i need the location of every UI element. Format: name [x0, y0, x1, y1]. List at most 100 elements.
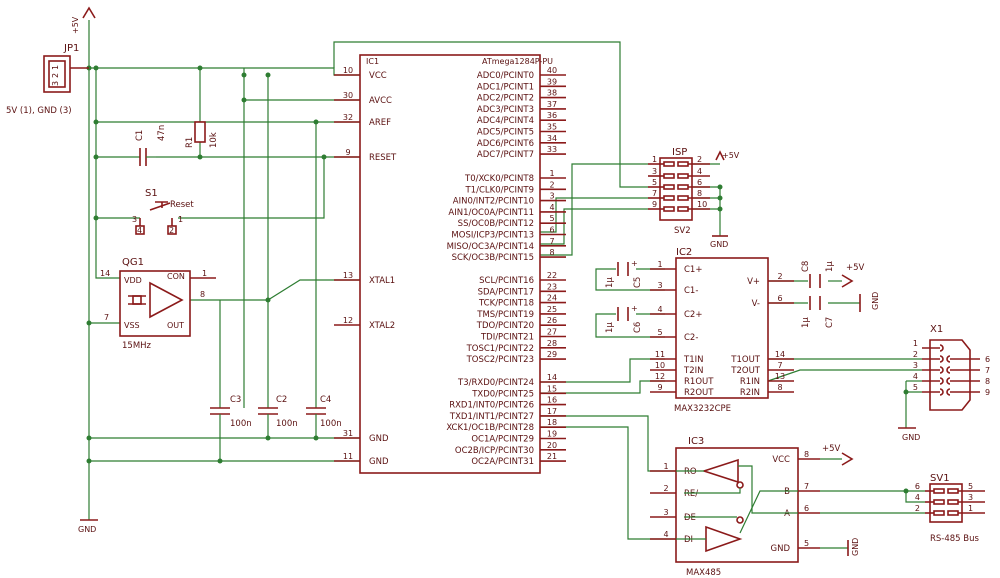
svg-text:3: 3 [132, 215, 137, 224]
sv1-pin-number: 6 [915, 482, 920, 491]
svg-text:SV1: SV1 [930, 473, 950, 484]
svg-text:OUT: OUT [167, 321, 184, 330]
ic1-pin-name: T1/CLK0/PCINT9 [464, 185, 534, 195]
svg-text:7: 7 [104, 313, 109, 322]
svg-text:C4: C4 [320, 395, 331, 405]
isp-pin-number: 4 [697, 167, 702, 176]
ic2-pin-number: 5 [657, 328, 662, 337]
ic1-pin-number: 18 [547, 418, 557, 427]
ic3-pin-name: VCC [772, 455, 790, 465]
ic1-pin-name: ADC3/PCINT3 [477, 105, 534, 115]
svg-text:MAX3232CPE: MAX3232CPE [674, 404, 731, 414]
ic1-pin-number: 1 [549, 169, 554, 178]
ic1-pin-number: 6 [549, 226, 554, 235]
ic1-pin-name: TDI/PCINT21 [480, 333, 534, 343]
ic1-pin-name: RESET [369, 153, 397, 163]
svg-text:1µ: 1µ [825, 261, 835, 272]
sv1-pin-number: 3 [968, 493, 973, 502]
ic1-pin-name: SS/OC0B/PCINT12 [458, 219, 534, 229]
svg-text:+5V: +5V [71, 16, 80, 34]
ic3-pin-number: 5 [804, 539, 809, 548]
ic1-pin-name: TXD1/INT1/PCINT27 [449, 412, 534, 422]
ic1-pin-number: 40 [547, 66, 557, 75]
svg-text:GND: GND [871, 292, 880, 310]
ic1-pin-number: 38 [547, 89, 557, 98]
ic1-pin-name: SDA/PCINT17 [478, 287, 534, 297]
isp-pad [663, 195, 675, 201]
ic2-pin-name: R1OUT [684, 377, 714, 387]
ic3-pin-name: RE/ [684, 489, 698, 499]
svg-text:IC3: IC3 [688, 436, 704, 447]
ic3-pin-name: DE [684, 513, 696, 523]
ic1-pin-number: 30 [343, 91, 353, 100]
ic3-pin-name: B [784, 487, 790, 497]
x1-contact [946, 355, 951, 363]
ic1-pin-number: 5 [549, 214, 554, 223]
svg-text:C6: C6 [633, 322, 643, 333]
ic1-pin-name: RXD1/INT0/PCINT26 [449, 401, 534, 411]
x1-pin-number: 3 [913, 361, 918, 370]
ic1-pin-name: MOSI/ICP3/PCINT13 [451, 231, 534, 241]
ic2-pin-name: V- [752, 299, 760, 309]
svg-text:C8: C8 [801, 261, 811, 272]
ic1-pin-number: 21 [547, 452, 557, 461]
ic1-pin-number: 10 [343, 66, 353, 75]
ic2-pin-number: 9 [657, 383, 662, 392]
ic1-pin-name: AVCC [369, 96, 392, 106]
ic1-pin-number: 20 [547, 441, 557, 450]
isp-pad [677, 184, 689, 190]
isp-pin-number: 6 [697, 178, 702, 187]
svg-text:JP1: JP1 [63, 43, 79, 54]
svg-text:14: 14 [100, 269, 110, 278]
ic1-pin-name: TCK/PCINT18 [478, 299, 534, 309]
svg-text:+: + [631, 304, 638, 313]
ic2-pin-name: T2OUT [730, 366, 761, 376]
c5: + 1µ C5 [605, 259, 643, 288]
svg-text:2: 2 [51, 73, 60, 78]
svg-text:4: 4 [137, 226, 142, 235]
ic1-pin-name: ADC4/PCINT4 [477, 116, 534, 126]
svg-text:100n: 100n [320, 419, 342, 429]
ic2-pin-name: R1IN [740, 377, 760, 387]
svg-text:VDD: VDD [124, 276, 142, 285]
ic1-pin-name: SCK/OC3B/PCINT15 [452, 253, 534, 263]
ic1-pin-number: 26 [547, 316, 557, 325]
ic2-pin-name: C1+ [684, 265, 702, 275]
svg-text:C1: C1 [135, 130, 145, 141]
svg-text:+5V: +5V [846, 263, 865, 273]
ic3-pin-name: GND [771, 544, 791, 554]
ic1-pin-number: 17 [547, 407, 557, 416]
x1-pin-number: 4 [913, 372, 918, 381]
isp-pad [663, 184, 675, 190]
ic1-pin-number: 39 [547, 77, 557, 86]
svg-text:SV2: SV2 [674, 226, 691, 236]
sv1-pin-number: 5 [968, 482, 973, 491]
sv1-pad [933, 510, 945, 516]
ic1-pin-number: 15 [547, 384, 557, 393]
x1-pin-number: 7 [985, 366, 990, 375]
svg-text:C7: C7 [825, 317, 835, 328]
svg-text:+: + [631, 259, 638, 268]
ic1-pin-number: 33 [547, 145, 557, 154]
ic1-pin-number: 29 [547, 350, 557, 359]
ic3-pin-number: 6 [804, 504, 809, 513]
ic1-pin-number: 14 [547, 373, 557, 382]
svg-text:5V (1), GND (3): 5V (1), GND (3) [6, 106, 72, 116]
x1-contact [946, 377, 951, 385]
svg-text:ATmega1284P-PU: ATmega1284P-PU [482, 57, 553, 66]
ic2-pin-name: C2+ [684, 310, 702, 320]
ic2-pin-number: 11 [655, 350, 665, 359]
svg-text:1: 1 [51, 65, 60, 70]
svg-text:Reset: Reset [170, 200, 194, 210]
ic1-pin-name: TOSC1/PCINT22 [466, 344, 534, 354]
ic1-pin-name: TXD0/PCINT25 [471, 389, 534, 399]
svg-text:MAX485: MAX485 [686, 568, 721, 578]
ic1-pin-number: 19 [547, 430, 557, 439]
ic3-pin-number: 1 [663, 462, 668, 471]
ic1-pin-number: 9 [345, 148, 350, 157]
ic1-pin-number: 32 [343, 113, 353, 122]
ic1-pin-name: OC1A/PCINT29 [471, 435, 534, 445]
